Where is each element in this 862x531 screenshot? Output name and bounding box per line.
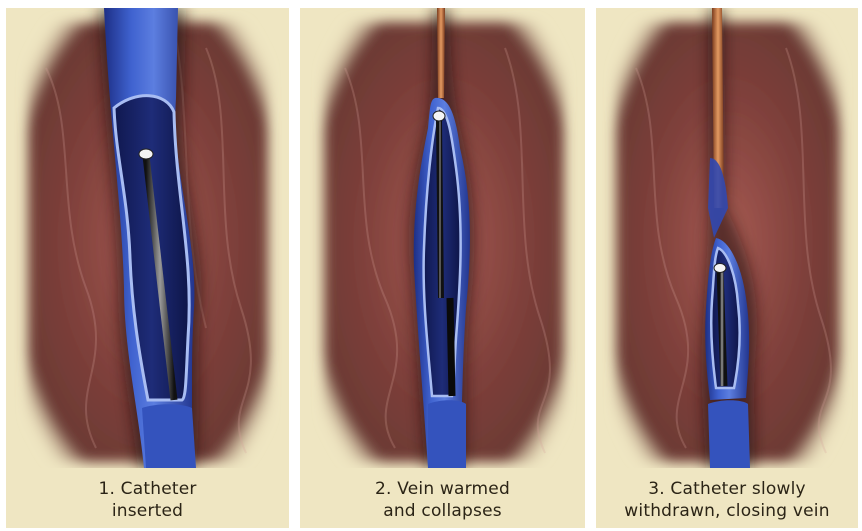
step-1-caption: 1. Catheter inserted [6,478,289,522]
step-1-caption-line-2: inserted [6,500,289,522]
step-2-caption-line-1: 2. Vein warmed [300,478,585,500]
catheter-sheath [437,8,445,98]
step-2-illustration [300,8,585,468]
catheter-tip [139,149,153,159]
step-1-panel: 1. Catheter inserted [6,8,289,528]
step-3-caption: 3. Catheter slowly withdrawn, closing ve… [596,478,858,522]
step-2-caption: 2. Vein warmed and collapses [300,478,585,522]
step-3-panel: 3. Catheter slowly withdrawn, closing ve… [596,8,858,528]
step-3-illustration [596,8,858,468]
step-3-caption-line-1: 3. Catheter slowly [596,478,858,500]
step-2-caption-line-2: and collapses [300,500,585,522]
step-2-panel: 2. Vein warmed and collapses [300,8,585,528]
catheter [439,120,441,298]
catheter-tip [433,111,445,121]
catheter-lower [450,298,452,396]
step-1-caption-line-1: 1. Catheter [6,478,289,500]
step-1-illustration [6,8,289,468]
catheter-tip [714,264,726,273]
catheter [720,270,724,386]
step-3-caption-line-2: withdrawn, closing vein [596,500,858,522]
